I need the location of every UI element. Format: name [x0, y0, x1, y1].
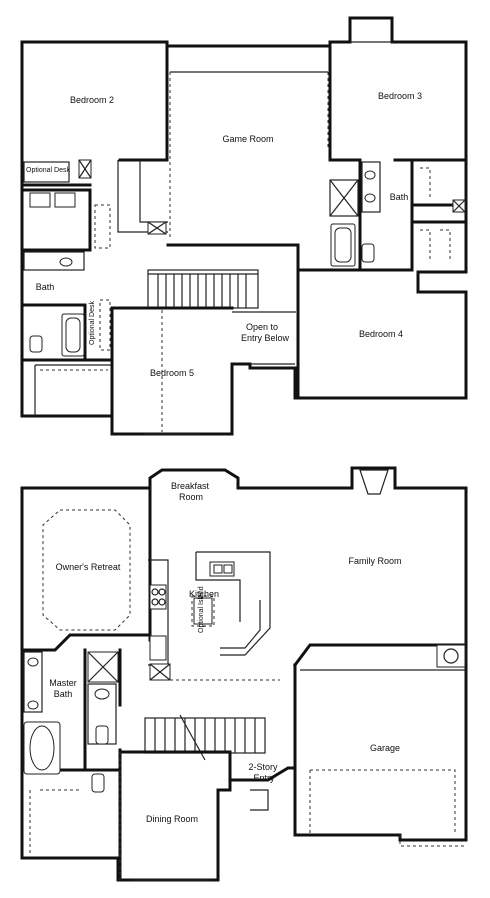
label-kitchen: Kitchen: [189, 589, 219, 599]
bedroom-4-wall: [296, 266, 414, 400]
lower-exterior-wall: [20, 466, 468, 882]
label-2-story: 2-Story: [248, 762, 278, 772]
label-breakfast-room: Room: [179, 492, 203, 502]
bedroom-5-wall: [110, 306, 234, 418]
label-entry: Entry: [253, 773, 275, 783]
upper-floor: [20, 16, 468, 436]
label-owners-retreat: Owner's Retreat: [56, 562, 121, 572]
label-optional-desk: Optional Desk: [26, 167, 70, 174]
label-bath-left: Bath: [36, 282, 55, 292]
upper-stairs: [147, 269, 259, 309]
label-master: Master: [49, 678, 77, 688]
label-open-to: Open to: [246, 322, 278, 332]
bath-left-wall: [20, 188, 114, 362]
label-game-room: Game Room: [222, 134, 273, 144]
label-bedroom-2: Bedroom 2: [70, 95, 114, 105]
tray-ceiling-octagon: [42, 509, 131, 631]
label-garage: Garage: [370, 743, 400, 753]
bedroom-3-wall: [328, 158, 468, 270]
label-bedroom-4: Bedroom 4: [359, 329, 403, 339]
lower-floor: [20, 466, 468, 882]
label-family-room: Family Room: [348, 556, 401, 566]
label-bath-right: Bath: [390, 192, 409, 202]
game-room-wall: [166, 44, 332, 270]
label-breakfast: Breakfast: [171, 481, 210, 491]
dining-room-wall: [118, 750, 232, 782]
label-entry-below: Entry Below: [241, 333, 290, 343]
label-optional-desk-vertical: Optional Desk: [89, 301, 96, 345]
label-bedroom-5: Bedroom 5: [150, 368, 194, 378]
garage-wall: [292, 643, 468, 770]
kitchen-fixtures: [148, 551, 271, 666]
label-master-bath: Bath: [54, 689, 73, 699]
label-optional-island: Optional Island: [198, 586, 205, 633]
owners-retreat-wall: [20, 486, 152, 652]
bedroom-2-wall: [20, 44, 169, 187]
label-bedroom-3: Bedroom 3: [378, 91, 422, 101]
label-dining-room: Dining Room: [146, 814, 198, 824]
upper-exterior-wall: [20, 16, 468, 436]
